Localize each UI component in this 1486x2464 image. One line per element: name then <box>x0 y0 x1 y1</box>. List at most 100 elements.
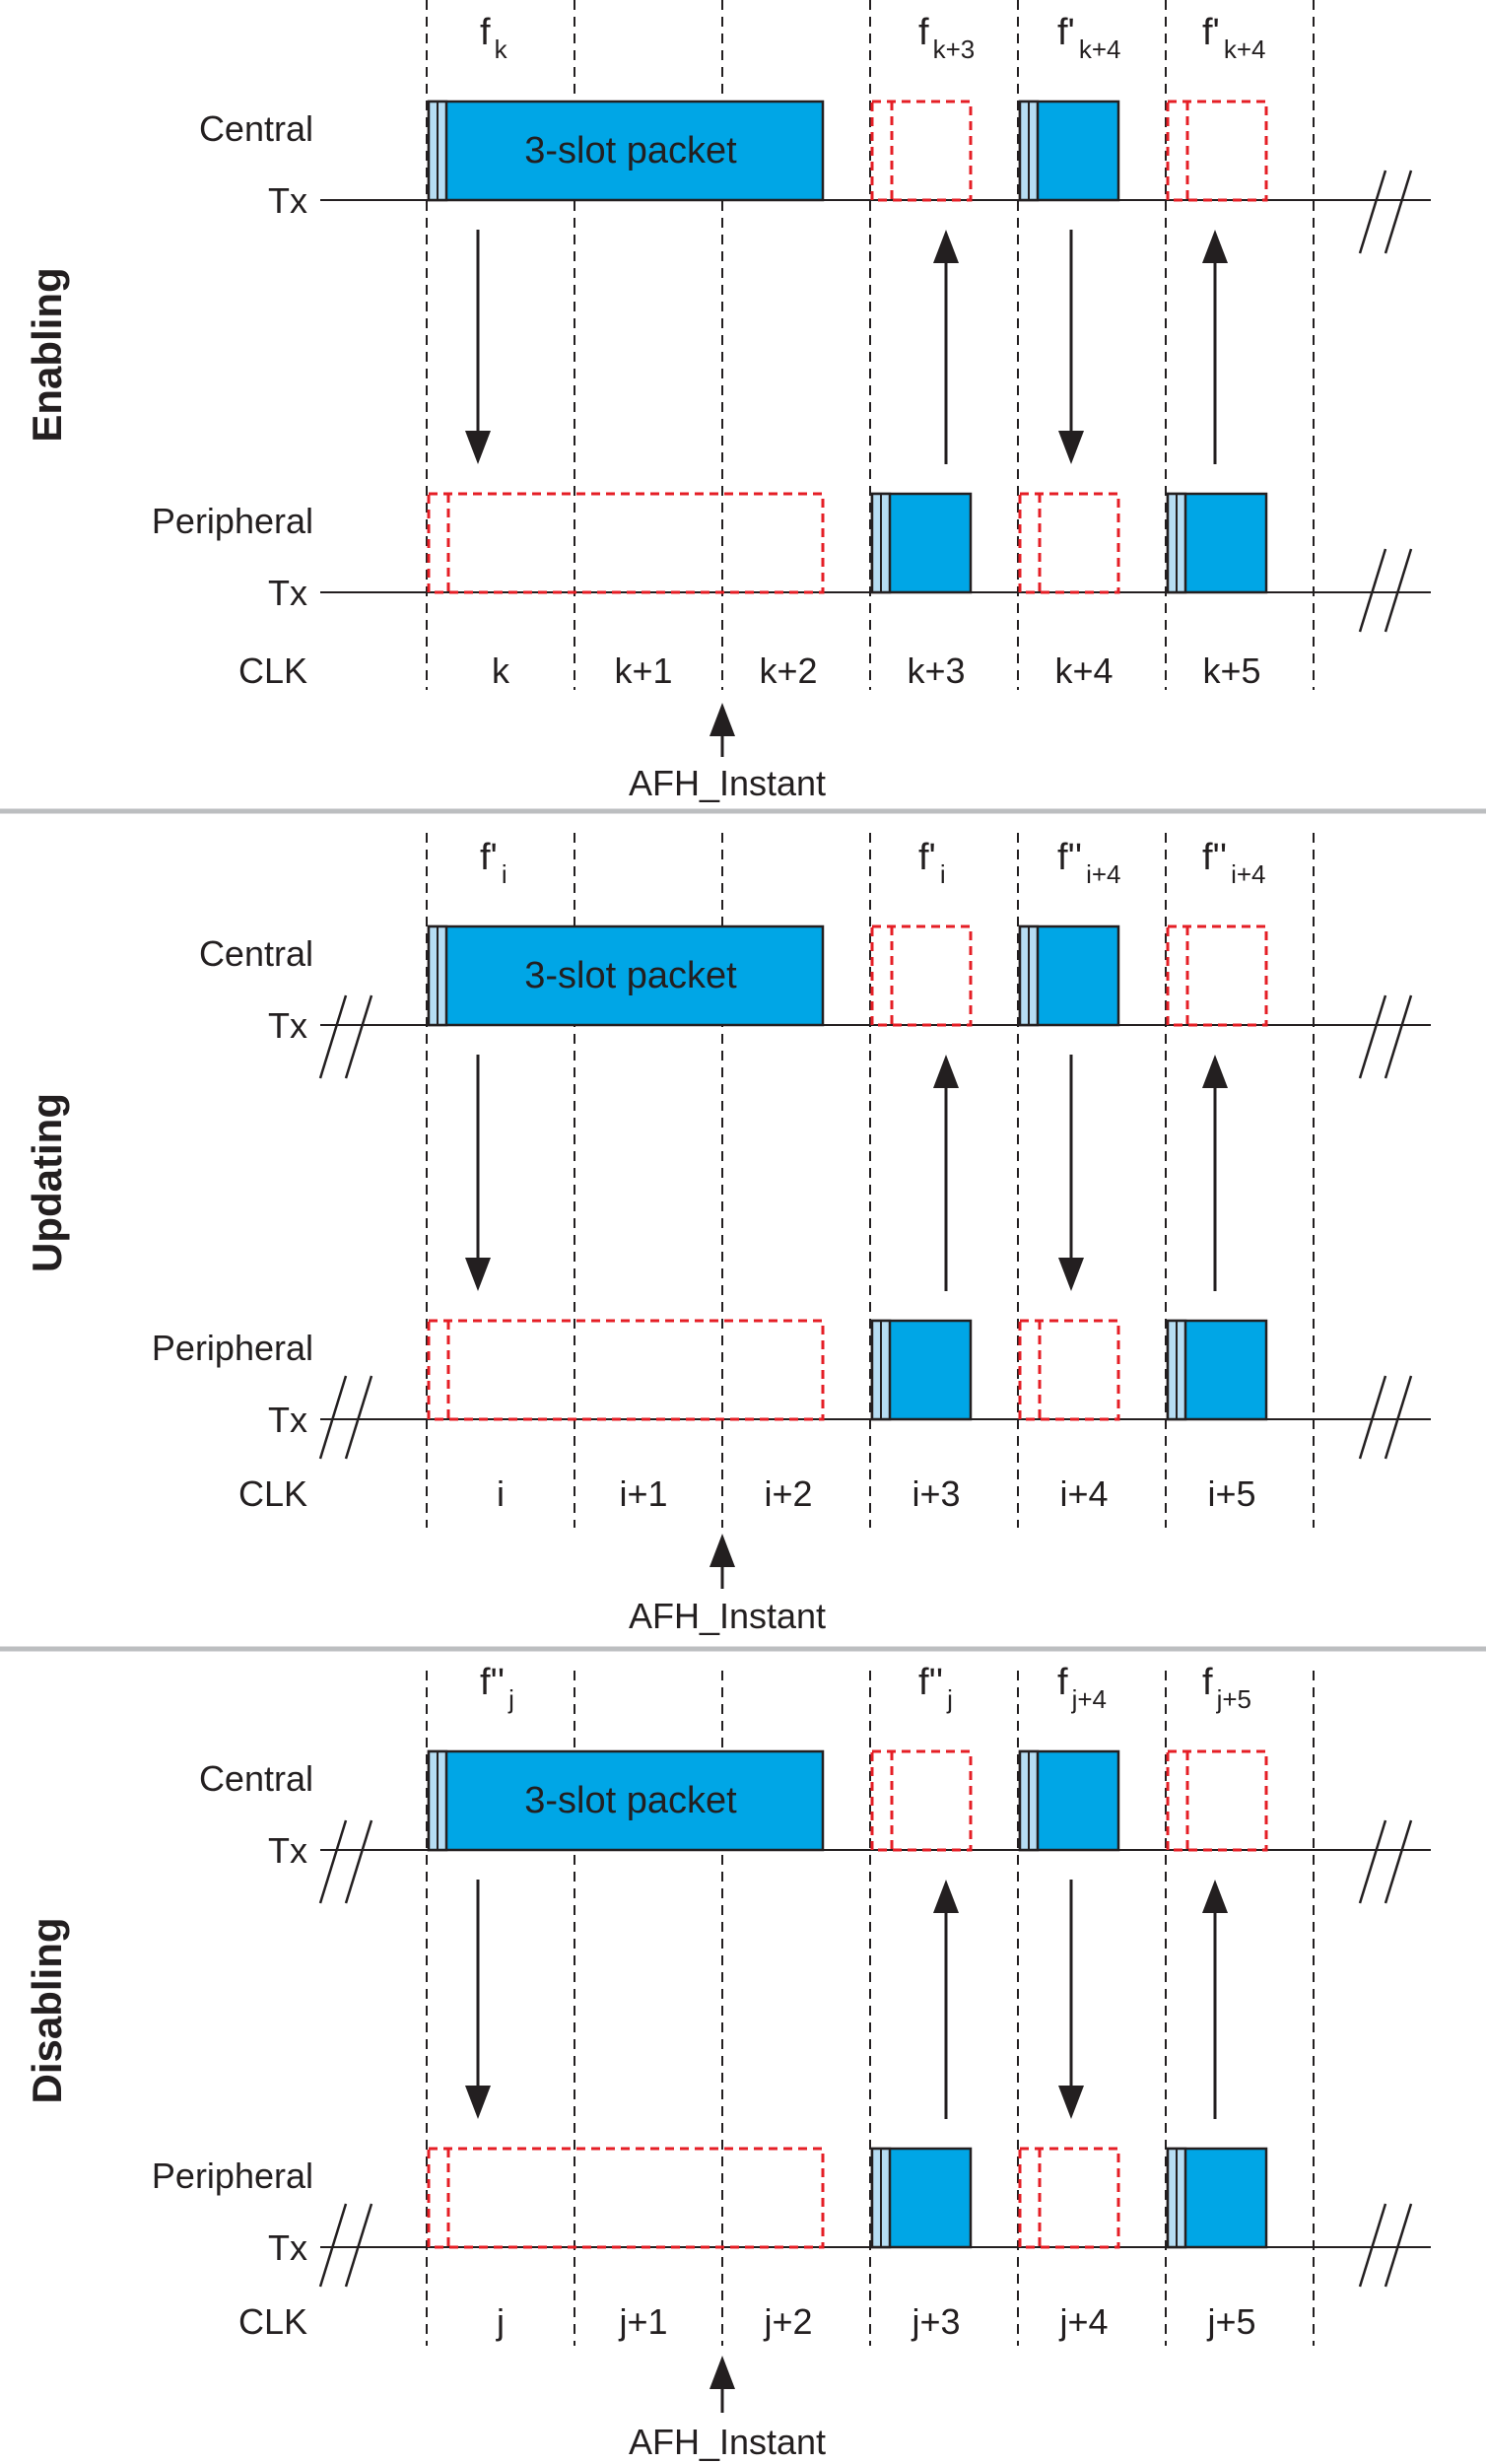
hop-frequency-label: f'k+4 <box>1057 12 1120 64</box>
packet-label: 3-slot packet <box>524 955 737 996</box>
section-title-updating: Updating <box>24 1093 70 1272</box>
peripheral-1-slot-packet <box>870 2147 973 2249</box>
clk-value: k+4 <box>1054 650 1113 691</box>
clk-value: j+2 <box>763 2301 812 2342</box>
central-tx-label: Tx <box>268 1005 307 1046</box>
break-mark-left-a <box>318 1819 348 1904</box>
central-1-slot-packet <box>1018 1749 1120 1852</box>
hop-frequency-subscript: j <box>946 1684 953 1714</box>
hop-frequency-base: f'' <box>1057 837 1082 878</box>
central-label: Central <box>199 108 313 149</box>
arrow-central-to-peripheral-head <box>465 2086 491 2119</box>
afh-instant-arrow-head <box>709 703 735 736</box>
hop-frequency-subscript: i <box>502 859 507 889</box>
hop-frequency-subscript: j+4 <box>1071 1684 1107 1714</box>
peripheral-1-slot-packet <box>870 492 973 594</box>
section-title-disabling: Disabling <box>24 1917 70 2103</box>
break-mark-right-b <box>1384 1375 1413 1460</box>
clk-value: i+2 <box>764 1473 812 1514</box>
central-1-slot-packet <box>1018 924 1120 1027</box>
hop-frequency-base: f'' <box>480 1662 505 1703</box>
peripheral-tx-label: Tx <box>268 573 307 613</box>
hop-frequency-subscript: j <box>507 1684 514 1714</box>
hop-frequency-label: f''j <box>918 1662 953 1714</box>
clk-value: j+3 <box>911 2301 960 2342</box>
afh-instant-label: AFH_Instant <box>629 763 826 803</box>
clk-value: k+1 <box>614 650 672 691</box>
peripheral-empty-3-slot <box>427 1319 825 1421</box>
break-mark-right-a <box>1358 548 1387 633</box>
hop-frequency-subscript: j+5 <box>1216 1684 1251 1714</box>
afh-instant-label: AFH_Instant <box>629 2422 826 2462</box>
peripheral-empty-slot <box>1018 2147 1120 2249</box>
arrow-central-to-peripheral-head <box>1058 431 1084 464</box>
afh-instant-label: AFH_Instant <box>629 1596 826 1636</box>
peripheral-label: Peripheral <box>152 2156 313 2196</box>
hop-frequency-base: f' <box>480 837 498 878</box>
break-mark-right-a <box>1358 2203 1387 2288</box>
peripheral-tx-label: Tx <box>268 1400 307 1440</box>
break-mark-right-b <box>1384 548 1413 633</box>
peripheral-empty-slot-outline <box>1018 1319 1120 1421</box>
packet-label: 3-slot packet <box>524 130 737 171</box>
peripheral-label: Peripheral <box>152 1328 313 1368</box>
central-tx-label: Tx <box>268 180 307 221</box>
break-mark-left-b <box>344 994 373 1079</box>
clk-value: k+3 <box>907 650 965 691</box>
break-mark-right-a <box>1358 1819 1387 1904</box>
central-empty-slot <box>870 100 973 202</box>
section-disabling: DisablingCentralTxPeripheralTxCLK3-slot … <box>24 1662 1431 2462</box>
clk-value: i+5 <box>1207 1473 1255 1514</box>
hop-frequency-subscript: i+4 <box>1231 859 1265 889</box>
central-label: Central <box>199 1758 313 1799</box>
hop-frequency-label: f''i+4 <box>1202 837 1266 889</box>
peripheral-tx-label: Tx <box>268 2227 307 2268</box>
central-empty-slot <box>1166 924 1268 1027</box>
break-mark-left-a <box>318 2203 348 2288</box>
peripheral-empty-slot-outline <box>1018 492 1120 594</box>
peripheral-1-slot-packet <box>1166 1319 1268 1421</box>
break-mark-left-a <box>318 1375 348 1460</box>
afh-instant-arrow-head <box>709 2356 735 2389</box>
central-empty-slot <box>1166 1749 1268 1852</box>
peripheral-1-slot-packet <box>1166 2147 1268 2249</box>
hop-frequency-subscript: i+4 <box>1086 859 1120 889</box>
arrow-central-to-peripheral-head <box>1058 1258 1084 1291</box>
central-tx-label: Tx <box>268 1830 307 1871</box>
hop-frequency-base: f' <box>918 837 936 878</box>
arrow-peripheral-to-central-head <box>933 1880 959 1913</box>
break-mark-right-b <box>1384 2203 1413 2288</box>
central-3-slot-packet-body <box>427 1749 825 1852</box>
arrow-peripheral-to-central-head <box>1202 1055 1228 1088</box>
hop-frequency-base: f <box>1057 1662 1068 1703</box>
break-mark-left-b <box>344 1819 373 1904</box>
break-mark-left-a <box>318 994 348 1079</box>
peripheral-empty-3-slot-outline <box>427 492 825 594</box>
break-mark-right-b <box>1384 1819 1413 1904</box>
break-mark-right-a <box>1358 994 1387 1079</box>
arrow-central-to-peripheral-head <box>465 1258 491 1291</box>
clk-value: k+2 <box>759 650 817 691</box>
peripheral-empty-slot <box>1018 492 1120 594</box>
clk-value: j+1 <box>618 2301 667 2342</box>
clk-value: i+4 <box>1059 1473 1108 1514</box>
hop-frequency-subscript: k+4 <box>1079 34 1121 64</box>
hop-frequency-subscript: i <box>940 859 946 889</box>
arrow-peripheral-to-central-head <box>1202 230 1228 263</box>
arrow-peripheral-to-central-head <box>1202 1880 1228 1913</box>
break-mark-right-a <box>1358 170 1387 254</box>
break-mark-right-a <box>1358 1375 1387 1460</box>
hop-frequency-label: f'i <box>480 837 507 889</box>
hop-frequency-base: f <box>1202 1662 1213 1703</box>
hop-frequency-base: f <box>918 12 929 53</box>
clk-value: j+4 <box>1058 2301 1108 2342</box>
section-title-enabling: Enabling <box>24 267 70 442</box>
clk-value: k <box>492 650 510 691</box>
arrow-peripheral-to-central-head <box>933 1055 959 1088</box>
clk-value: i <box>497 1473 505 1514</box>
central-3-slot-packet-body <box>427 924 825 1027</box>
peripheral-empty-3-slot <box>427 2147 825 2249</box>
